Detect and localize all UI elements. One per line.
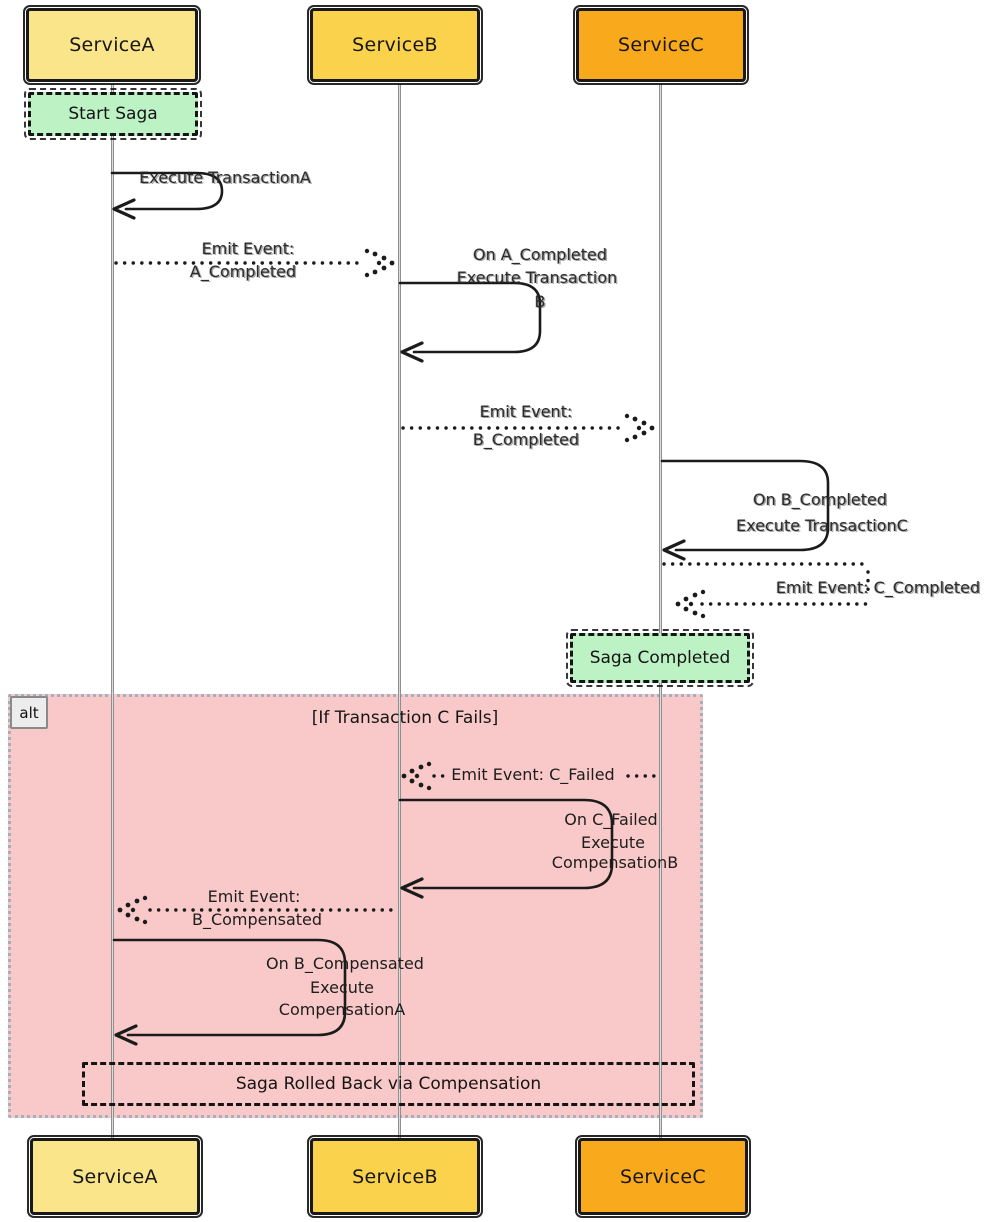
message-label: Emit Event: (201, 239, 295, 258)
message-label: Execute (310, 978, 374, 997)
message-label: Execute (581, 833, 645, 852)
note-text: Saga Rolled Back via Compensation (235, 1074, 542, 1094)
note-start-saga: Start Saga (24, 88, 202, 140)
message-label: Execute TransactionA (139, 168, 311, 187)
self-arrow-execute-transactionA (110, 171, 224, 220)
alt-fragment-box (8, 694, 703, 1118)
message-label: On A_Completed (472, 245, 608, 264)
message-label: Emit Event: (207, 887, 301, 906)
message-label: Execute TransactionC (736, 516, 908, 535)
actor-serviceB-top: ServiceB (307, 5, 483, 85)
lifeline-serviceB (398, 84, 401, 1140)
message-label: CompensationA (278, 1000, 406, 1019)
actor-serviceC-top: ServiceC (573, 5, 749, 85)
self-arrow-on-a-completed (398, 281, 542, 363)
message-label: B (534, 292, 546, 311)
alt-condition-label: [If Transaction C Fails] (311, 708, 499, 728)
note-text: Start Saga (68, 104, 158, 124)
message-label: Emit Event: (479, 402, 573, 421)
actor-label: ServiceB (352, 34, 438, 56)
dotted-arrow-a-completed (114, 248, 395, 278)
alt-tag: alt (10, 696, 48, 729)
actor-serviceB-bottom: ServiceB (307, 1135, 483, 1218)
message-label: On B_Completed (752, 490, 888, 509)
message-label: A_Completed (189, 262, 297, 281)
lifeline-serviceC (659, 84, 662, 1140)
actor-label: ServiceC (618, 34, 704, 56)
note-text: Saga Completed (589, 648, 731, 668)
actor-serviceA-top: ServiceA (23, 5, 201, 85)
message-label: On C_Failed (564, 810, 658, 829)
message-label: Emit Event: C_Completed (775, 578, 981, 597)
actor-serviceA-bottom: ServiceA (27, 1135, 203, 1218)
actor-label: ServiceA (69, 34, 155, 56)
note-saga-completed: Saga Completed (566, 629, 754, 687)
lifeline-serviceA (111, 84, 114, 1140)
actor-label: ServiceC (620, 1165, 706, 1188)
actor-label: ServiceA (72, 1165, 158, 1188)
dotted-self-arrow-c-completed (662, 562, 870, 619)
actor-serviceC-bottom: ServiceC (575, 1135, 751, 1218)
message-label: On B_Compensated (266, 954, 424, 973)
message-label: CompensationB (551, 853, 679, 872)
self-arrow-on-c-failed (398, 798, 614, 899)
actor-label: ServiceB (352, 1165, 438, 1188)
alt-tag-text: alt (19, 703, 39, 722)
message-label: Execute Transaction (456, 268, 618, 287)
self-arrow-on-b-completed (660, 459, 830, 561)
message-label: Emit Event: C_Failed (451, 765, 615, 784)
message-label: B_Completed (472, 430, 580, 449)
note-saga-rolled-back: Saga Rolled Back via Compensation (82, 1062, 695, 1106)
message-label: B_Compensated (191, 910, 323, 929)
dotted-arrow-c-failed (401, 761, 660, 791)
self-arrow-on-b-compensated (112, 938, 347, 1046)
